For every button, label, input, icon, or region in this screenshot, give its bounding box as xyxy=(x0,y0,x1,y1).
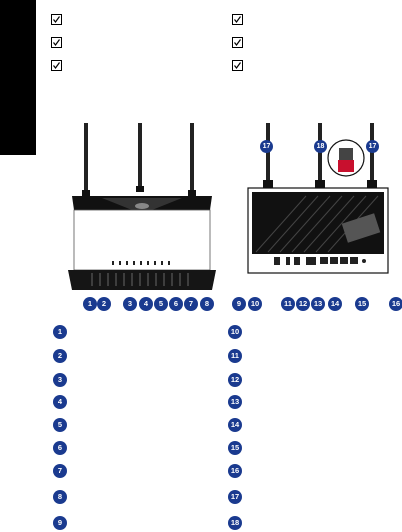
callout-badge: 4 xyxy=(139,297,153,311)
callout-badge: 7 xyxy=(184,297,198,311)
callout-badge: 12 xyxy=(296,297,310,311)
legend-badge: 9 xyxy=(53,516,67,530)
legend-badge: 15 xyxy=(228,441,242,455)
callout-badge: 2 xyxy=(97,297,111,311)
callout-badge: 5 xyxy=(154,297,168,311)
callout-badge: 11 xyxy=(281,297,295,311)
legend-badge: 16 xyxy=(228,464,242,478)
legend-badge: 13 xyxy=(228,395,242,409)
legend-badge: 7 xyxy=(53,464,67,478)
legend-badge: 11 xyxy=(228,349,242,363)
callout-badge: 13 xyxy=(311,297,325,311)
checkbox-icon xyxy=(51,37,62,48)
callout-badge: 14 xyxy=(328,297,342,311)
legend-badge: 5 xyxy=(53,418,67,432)
callout-badge: 17 xyxy=(366,140,379,153)
section-tab xyxy=(0,0,36,155)
legend-badge: 2 xyxy=(53,349,67,363)
router-rear-illustration xyxy=(236,118,396,303)
legend-badge: 14 xyxy=(228,418,242,432)
legend-badge: 4 xyxy=(53,395,67,409)
checkbox-icon xyxy=(232,14,243,25)
callout-badge: 6 xyxy=(169,297,183,311)
checkbox-icon xyxy=(232,37,243,48)
callout-badge: 9 xyxy=(232,297,246,311)
callout-badge: 17 xyxy=(260,140,273,153)
callout-badge: 3 xyxy=(123,297,137,311)
callout-badge: 18 xyxy=(314,140,327,153)
legend-badge: 6 xyxy=(53,441,67,455)
legend-badge: 12 xyxy=(228,373,242,387)
callout-badge: 15 xyxy=(355,297,369,311)
legend-badge: 3 xyxy=(53,373,67,387)
callout-badge: 10 xyxy=(248,297,262,311)
legend-badge: 8 xyxy=(53,490,67,504)
checkbox-icon xyxy=(51,60,62,71)
legend-badge: 1 xyxy=(53,325,67,339)
callout-badge: 16 xyxy=(389,297,402,311)
legend-badge: 10 xyxy=(228,325,242,339)
checkbox-icon xyxy=(232,60,243,71)
legend-badge: 18 xyxy=(228,516,242,530)
legend-badge: 17 xyxy=(228,490,242,504)
checkbox-icon xyxy=(51,14,62,25)
callout-badge: 8 xyxy=(200,297,214,311)
router-front-illustration xyxy=(62,118,222,303)
callout-badge: 1 xyxy=(83,297,97,311)
